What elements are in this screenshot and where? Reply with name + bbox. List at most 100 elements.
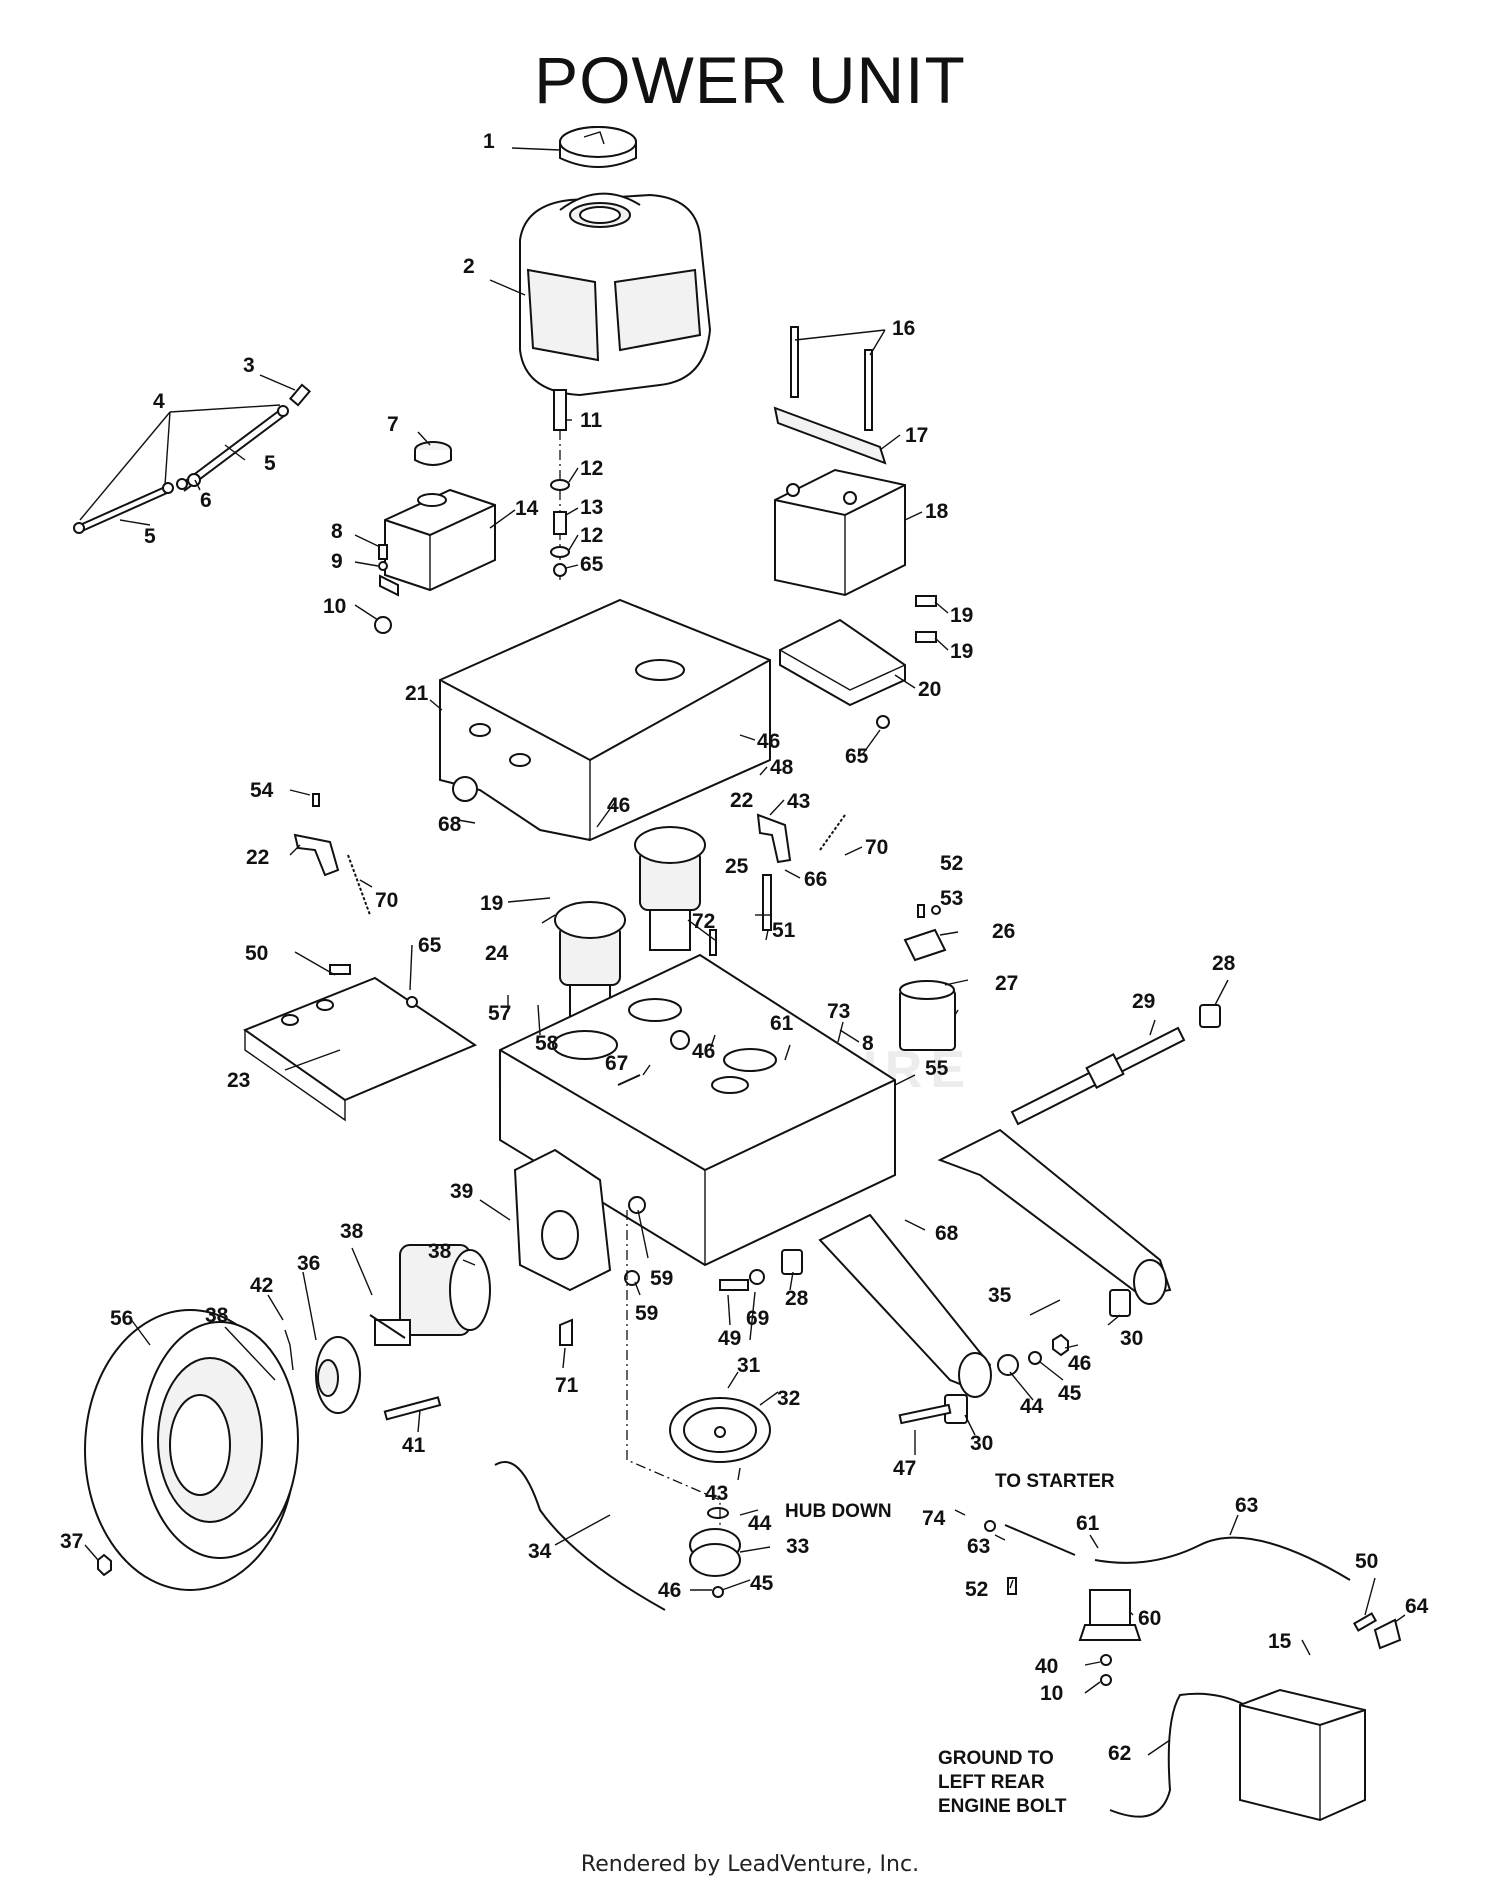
callout-57: 57 — [488, 1002, 511, 1025]
callout-59a: 59 — [650, 1267, 673, 1290]
callout-29: 29 — [1132, 990, 1155, 1013]
callout-48: 48 — [770, 756, 794, 779]
cover-plate — [242, 964, 478, 1122]
callout-42: 42 — [250, 1274, 273, 1297]
tank-stud-stack — [550, 389, 570, 580]
render-credit: Rendered by LeadVenture, Inc. — [580, 1852, 920, 1877]
note-hub-down: HUB DOWN — [785, 1501, 892, 1522]
callout-19b: 19 — [950, 640, 973, 663]
note-ground-line3: ENGINE BOLT — [938, 1796, 1067, 1817]
callout-64: 64 — [1405, 1595, 1429, 1618]
callout-63a: 63 — [967, 1535, 990, 1558]
callout-62: 62 — [1108, 1742, 1131, 1765]
callout-10a: 10 — [323, 595, 346, 618]
callout-12b: 12 — [580, 524, 603, 547]
callout-45a: 45 — [1058, 1382, 1082, 1405]
callout-32: 32 — [777, 1387, 800, 1410]
callout-31: 31 — [737, 1354, 761, 1377]
callout-30b: 30 — [970, 1432, 993, 1455]
callout-11: 11 — [580, 409, 603, 432]
fuel-tank — [519, 192, 712, 397]
callout-41: 41 — [402, 1434, 426, 1457]
callout-37: 37 — [60, 1530, 83, 1553]
callout-1: 1 — [483, 130, 495, 153]
callout-18: 18 — [925, 500, 949, 523]
callout-34: 34 — [528, 1540, 552, 1563]
callout-15: 15 — [1268, 1630, 1292, 1653]
callout-39: 39 — [450, 1180, 473, 1203]
callout-27: 27 — [995, 972, 1018, 995]
callout-8a: 8 — [331, 520, 343, 543]
callout-16: 16 — [892, 317, 915, 340]
callout-28a: 28 — [1212, 952, 1236, 975]
callout-8b: 8 — [862, 1032, 874, 1055]
a-frame-arm — [818, 1128, 1172, 1425]
callout-52a: 52 — [940, 852, 963, 875]
wheel-motor — [369, 1244, 491, 1346]
callout-24: 24 — [485, 942, 509, 965]
callout-61b: 61 — [1076, 1512, 1100, 1535]
pump-brackets-springs — [293, 793, 846, 916]
upper-frame — [439, 598, 771, 842]
callout-14: 14 — [515, 497, 539, 520]
callout-50b: 50 — [1355, 1550, 1378, 1573]
callout-7: 7 — [387, 413, 399, 436]
callout-56: 56 — [110, 1307, 133, 1330]
callout-61a: 61 — [770, 1012, 794, 1035]
callout-43a: 43 — [787, 790, 810, 813]
callout-33: 33 — [786, 1535, 809, 1558]
callout-60: 60 — [1138, 1607, 1161, 1630]
callout-22a: 22 — [730, 789, 753, 812]
callout-numbers: 1 2 3 4 5 5 6 7 8 9 10 11 12 13 12 65 14… — [60, 130, 1429, 1765]
callout-58: 58 — [535, 1032, 559, 1055]
callout-74: 74 — [922, 1507, 946, 1530]
callout-69: 69 — [746, 1307, 769, 1330]
callout-46a: 46 — [757, 730, 780, 753]
callout-9: 9 — [331, 550, 343, 573]
callout-20: 20 — [918, 678, 941, 701]
oil-filter — [899, 904, 956, 1051]
callout-43b: 43 — [705, 1482, 728, 1505]
reservoir-hardware — [374, 544, 392, 634]
callout-40: 40 — [1035, 1655, 1058, 1678]
callout-38a: 38 — [340, 1220, 364, 1243]
callout-28b: 28 — [785, 1287, 809, 1310]
callout-53: 53 — [940, 887, 963, 910]
callout-12a: 12 — [580, 457, 603, 480]
note-ground-line2: LEFT REAR — [938, 1772, 1045, 1793]
callout-70b: 70 — [865, 836, 888, 859]
callout-52b: 52 — [965, 1578, 988, 1601]
note-ground-line1: GROUND TO — [938, 1748, 1054, 1769]
callout-25: 25 — [725, 855, 749, 878]
page-title: POWER UNIT — [534, 43, 966, 117]
callout-55: 55 — [925, 1057, 949, 1080]
callout-5b: 5 — [144, 525, 156, 548]
callout-3: 3 — [243, 354, 255, 377]
callout-10b: 10 — [1040, 1682, 1063, 1705]
callout-38c: 38 — [205, 1304, 229, 1327]
callout-72: 72 — [692, 910, 715, 933]
callout-46d: 46 — [1068, 1352, 1091, 1375]
callout-44a: 44 — [1020, 1395, 1044, 1418]
callout-6: 6 — [200, 489, 212, 512]
callout-45b: 45 — [750, 1572, 774, 1595]
battery-bracket — [779, 595, 937, 729]
callout-19c: 19 — [480, 892, 503, 915]
callout-13: 13 — [580, 496, 603, 519]
fuel-cap — [559, 126, 637, 168]
drive-tire — [84, 1309, 299, 1591]
callout-66: 66 — [804, 868, 827, 891]
hydraulic-reservoir — [379, 441, 496, 597]
starter-wiring — [984, 1520, 1402, 1822]
callout-67: 67 — [605, 1052, 628, 1075]
callout-38b: 38 — [428, 1240, 452, 1263]
callout-22b: 22 — [246, 846, 269, 869]
wheel-hub — [284, 1329, 442, 1421]
callout-44b: 44 — [748, 1512, 772, 1535]
callout-54: 54 — [250, 779, 274, 802]
callout-63b: 63 — [1235, 1494, 1258, 1517]
callout-2: 2 — [463, 255, 475, 278]
callout-5a: 5 — [264, 452, 276, 475]
callout-68b: 68 — [935, 1222, 959, 1245]
callout-65c: 65 — [418, 934, 442, 957]
